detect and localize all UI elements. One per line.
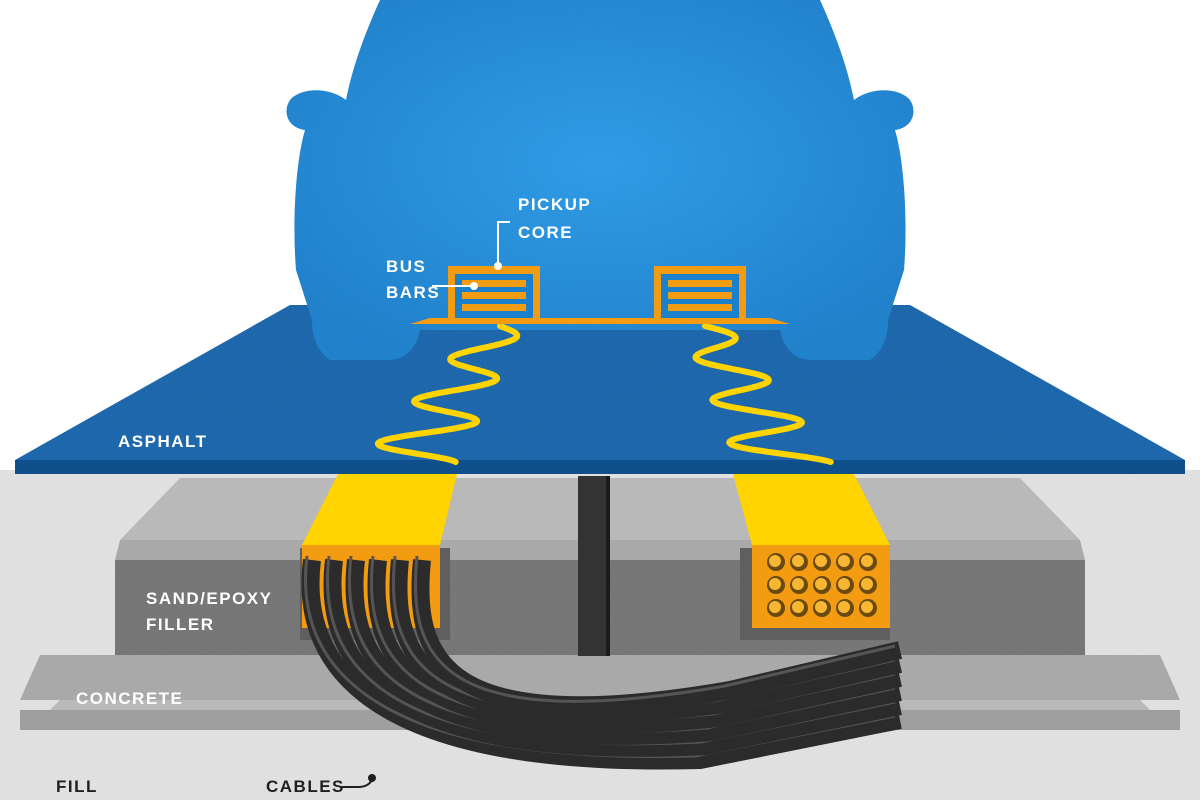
cable-end-core	[792, 555, 804, 567]
bus-bars-dot	[470, 282, 478, 290]
asphalt-texture	[15, 305, 1185, 460]
cable-end-core	[838, 578, 850, 590]
cable-end-core	[861, 601, 873, 613]
concrete-label: CONCRETE	[76, 689, 183, 708]
cable-end-core	[838, 601, 850, 613]
cable-end-core	[769, 578, 781, 590]
cable-end-core	[815, 578, 827, 590]
bus-bars-label-line1: BUS	[386, 257, 426, 276]
right-bus-bar-2	[668, 292, 732, 299]
car-texture	[286, 0, 914, 360]
expansion-joint-shade	[606, 476, 610, 656]
pickup-core-label-line1: PICKUP	[518, 195, 591, 214]
cable-end-core	[769, 601, 781, 613]
cable-end-core	[769, 555, 781, 567]
pickup-core-leader	[497, 221, 510, 264]
right-cable-ends	[767, 553, 877, 617]
right-bus-bar-3	[668, 304, 732, 311]
cable-end-core	[792, 601, 804, 613]
cables-label: CABLES	[266, 777, 345, 796]
cable-end-core	[815, 555, 827, 567]
left-bus-bar-1	[462, 280, 526, 287]
expansion-joint	[578, 476, 610, 656]
cables-dot	[368, 774, 376, 782]
cable-highlight	[413, 555, 896, 703]
left-bus-bar-3	[462, 304, 526, 311]
bus-bars-label-line2: BARS	[386, 283, 440, 302]
sand-epoxy-label-line2: FILLER	[146, 615, 215, 634]
sand-epoxy-label-line1: SAND/EPOXY	[146, 589, 272, 608]
asphalt-label: ASPHALT	[118, 432, 208, 451]
cable-end-core	[815, 601, 827, 613]
cable-end-core	[792, 578, 804, 590]
left-bus-bar-2	[462, 292, 526, 299]
pickup-core-label-line2: CORE	[518, 223, 573, 242]
right-cable-channel	[732, 470, 890, 545]
pickup-core-dot	[494, 262, 502, 270]
right-bus-bar-1	[668, 280, 732, 287]
right-field-coil	[692, 323, 834, 465]
cable-end-core	[838, 555, 850, 567]
left-cable-channel	[302, 470, 458, 545]
asphalt-edge	[15, 460, 1185, 474]
right-pickup-core	[600, 266, 790, 324]
cables-bundle	[301, 555, 903, 770]
left-field-coil	[375, 323, 521, 465]
concrete-base	[20, 655, 1180, 700]
cable-end-core	[861, 578, 873, 590]
cable-end-core	[861, 555, 873, 567]
fill-label: FILL	[56, 777, 98, 796]
